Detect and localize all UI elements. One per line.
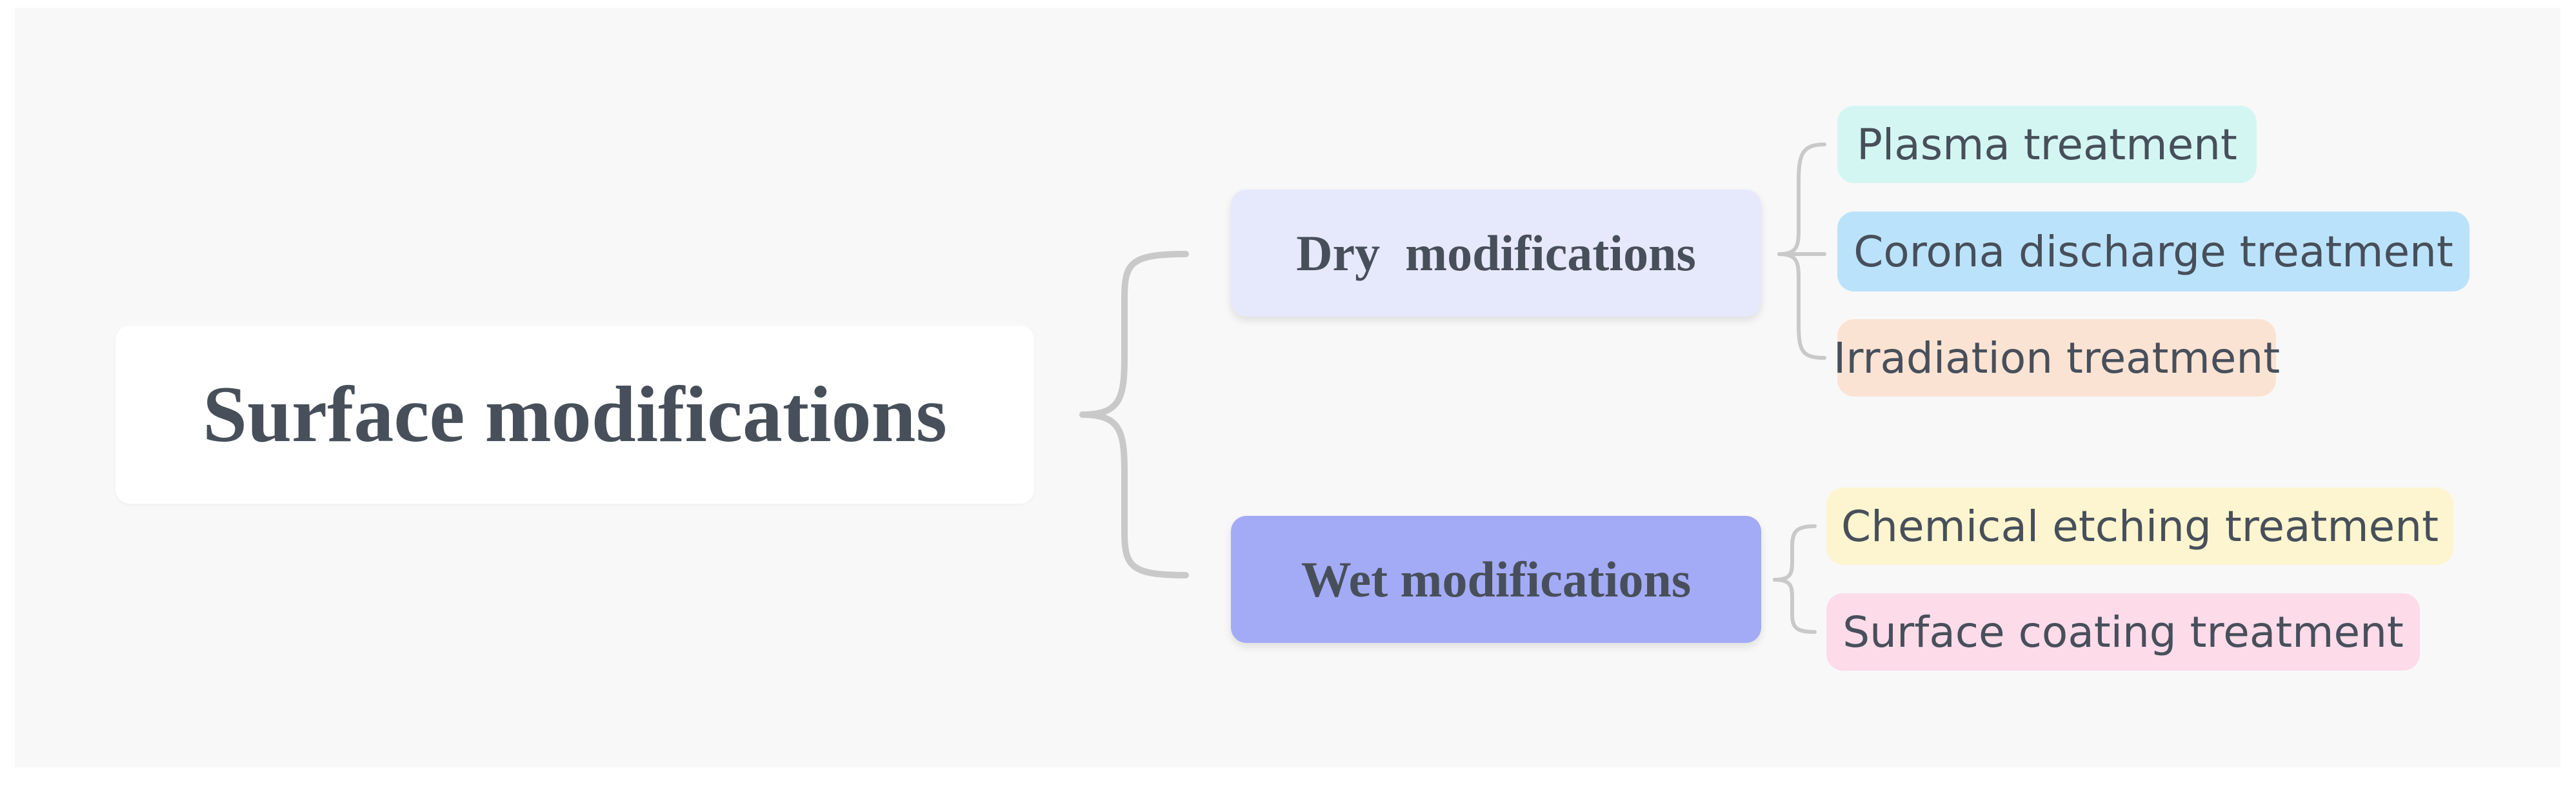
leaf-node-label: Plasma treatment [1857,119,2237,170]
connector-wet-to-coating [1773,578,1817,634]
connector-wet-to-chemical [1773,524,1817,582]
connector-root-to-wet [1079,411,1189,578]
connector-dry-to-irradiation [1777,252,1826,360]
leaf-node-label: Chemical etching treatment [1841,501,2439,551]
branch-node-wet-modifications[interactable]: Wet modifications [1231,516,1761,643]
connector-dry-to-plasma [1777,143,1826,256]
connector-root-to-dry [1079,251,1189,418]
branch-node-label: Wet modifications [1301,551,1692,607]
leaf-node-plasma-treatment[interactable]: Plasma treatment [1837,106,2257,183]
leaf-node-label: Surface coating treatment [1842,607,2404,657]
mind-map-canvas: Surface modifications Dry modifications … [15,8,2561,767]
branch-node-label: Dry modifications [1296,224,1696,281]
leaf-node-surface-coating-treatment[interactable]: Surface coating treatment [1826,593,2420,671]
root-node-label: Surface modifications [203,370,947,458]
leaf-node-label: Corona discharge treatment [1853,226,2453,277]
leaf-node-irradiation-treatment[interactable]: Irradiation treatment [1833,319,2280,397]
root-node-surface-modifications[interactable]: Surface modifications [115,326,1034,504]
leaf-node-chemical-etching-treatment[interactable]: Chemical etching treatment [1826,488,2453,565]
leaf-node-corona-discharge-treatment[interactable]: Corona discharge treatment [1837,212,2470,291]
leaf-node-label: Irradiation treatment [1833,333,2281,383]
connector-lines [1079,143,1826,634]
branch-node-dry-modifications[interactable]: Dry modifications [1231,190,1761,317]
